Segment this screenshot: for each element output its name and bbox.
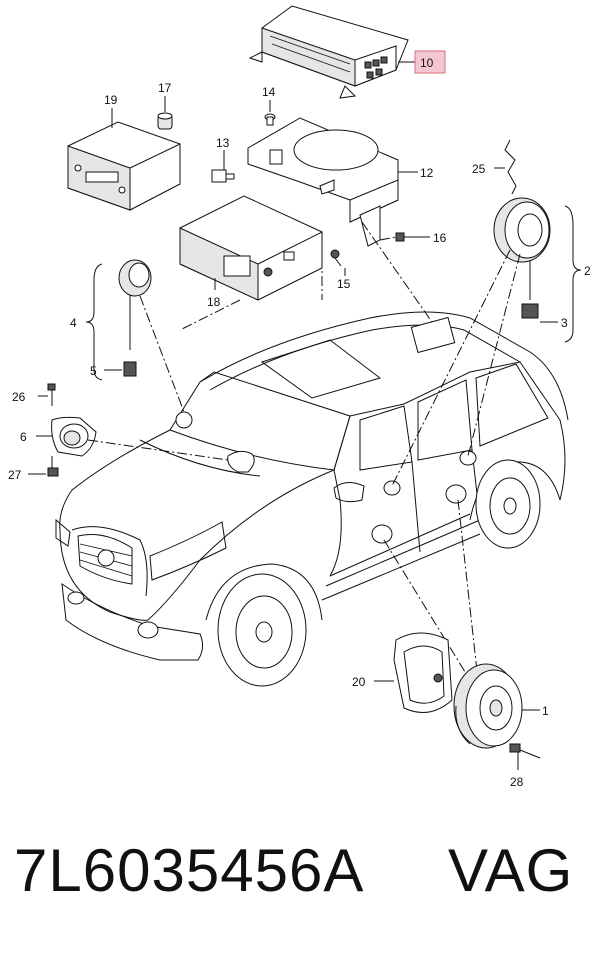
tweeter-part-4 xyxy=(118,259,152,297)
callout-19: 19 xyxy=(104,93,118,107)
callout-15: 15 xyxy=(337,277,351,291)
callout-16: 16 xyxy=(433,231,447,245)
unit-part-18 xyxy=(179,195,323,301)
callout-25: 25 xyxy=(472,162,486,176)
speaker-part-1 xyxy=(453,663,523,749)
nut-part-27 xyxy=(47,467,59,477)
speaker-part-2 xyxy=(493,197,551,263)
callout-10: 10 xyxy=(420,56,434,70)
callout-2: 2 xyxy=(584,264,591,278)
callout-13: 13 xyxy=(216,136,230,150)
brand-name: VAG xyxy=(448,837,574,904)
callout-5: 5 xyxy=(90,364,97,378)
callout-4: 4 xyxy=(70,316,77,330)
callout-1: 1 xyxy=(542,704,549,718)
highlight-callout-10 xyxy=(414,50,446,74)
bracket-part-25 xyxy=(504,139,517,195)
callout-27: 27 xyxy=(8,468,22,482)
head-unit-part-19 xyxy=(67,121,181,211)
screw-part-26 xyxy=(47,383,56,406)
clip-part-13 xyxy=(211,169,235,183)
knob-part-17 xyxy=(157,112,173,130)
callout-26: 26 xyxy=(12,390,26,404)
part-number: 7L6035456A xyxy=(14,837,365,904)
callout-18: 18 xyxy=(207,295,221,309)
callout-3: 3 xyxy=(561,316,568,330)
leader-lines xyxy=(87,221,521,681)
ring-part-20 xyxy=(393,632,453,713)
connector-part-5 xyxy=(123,361,137,377)
callout-20: 20 xyxy=(352,675,366,689)
exploded-parts-diagram: 10 12 13 14 15 16 17 xyxy=(8,5,591,789)
callout-14: 14 xyxy=(262,85,276,99)
speaker-part-6 xyxy=(51,416,97,457)
connector-part-3 xyxy=(521,303,539,319)
callout-6: 6 xyxy=(20,430,27,444)
vehicle-outline xyxy=(55,311,569,687)
callout-28: 28 xyxy=(510,775,524,789)
screw-part-14 xyxy=(264,113,276,126)
callout-17: 17 xyxy=(158,81,172,95)
bracket-part-12 xyxy=(247,117,399,247)
callout-12: 12 xyxy=(420,166,434,180)
screw-part-15 xyxy=(330,249,342,267)
amplifier-part-10 xyxy=(248,5,409,99)
bolt-part-16 xyxy=(395,232,414,242)
connector-part-28 xyxy=(509,743,541,759)
